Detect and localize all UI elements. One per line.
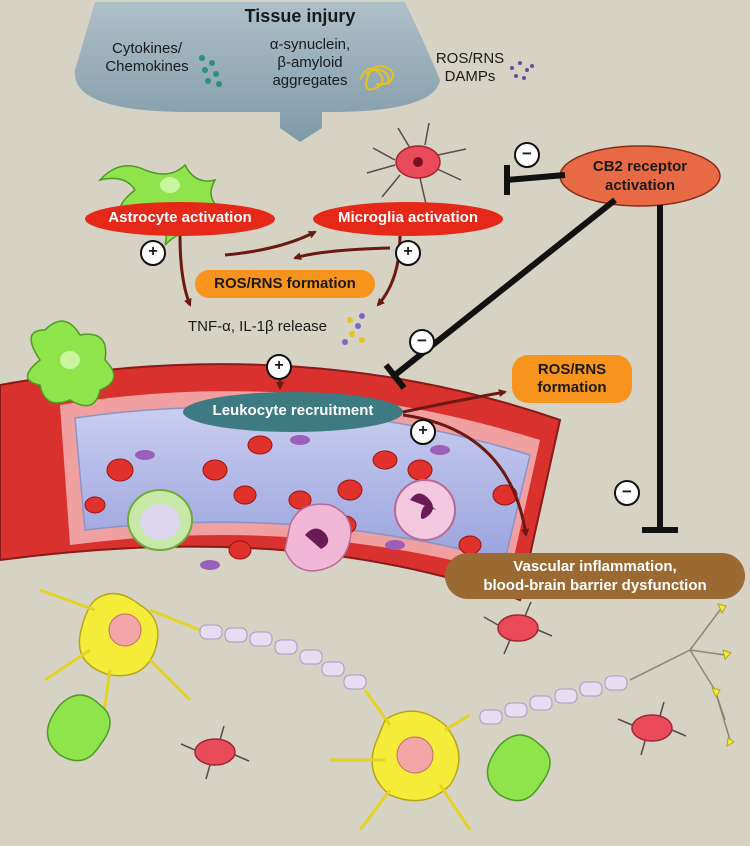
ros-formation-node-2	[512, 355, 632, 403]
axon-terminals	[629, 609, 731, 741]
plus-sign-astrocyte: +	[148, 243, 158, 260]
cytokine-dots-icon	[199, 55, 222, 87]
microglia-activation-node	[313, 202, 503, 236]
vascular-inflammation-node	[445, 553, 745, 599]
minus-sign-leukocyte: −	[417, 331, 427, 350]
vascular-inflammation-label: Vascular inflammation, blood-brain barri…	[483, 558, 707, 594]
sign-circles	[140, 142, 640, 506]
microglia-cell-icon	[366, 122, 467, 205]
neuron-cell-icon	[39, 588, 201, 741]
axon-myelin	[199, 624, 628, 725]
minus-sign-microglia: −	[522, 144, 532, 163]
ros-dots-icon	[510, 61, 534, 80]
astrocyte-activation-node	[85, 202, 275, 236]
aggregate-fibril-icon	[359, 65, 394, 91]
cytokines-label: Cytokines/ Chemokines	[105, 40, 189, 75]
leukocyte-recruitment-node	[183, 392, 403, 432]
astrocyte-activation-label: Astrocyte activation	[108, 209, 252, 226]
plus-sign-leukocyte: +	[418, 422, 428, 439]
astrocyte-cell-left-icon	[26, 320, 115, 407]
plus-sign-tnf: +	[274, 357, 284, 374]
leukocyte-recruitment-label: Leukocyte recruitment	[212, 402, 374, 419]
ros-formation-label: ROS/RNS formation	[214, 275, 356, 292]
neuron-cell-center-icon	[330, 689, 472, 831]
astrocyte-cell-bottom-icon	[46, 694, 551, 802]
ros-damps-label: ROS/RNS DAMPs	[435, 50, 505, 85]
tissue-injury-panel	[74, 2, 441, 142]
cytokine-release-dots-icon	[342, 313, 365, 345]
tissue-injury-title: Tissue injury	[244, 6, 356, 26]
minus-sign-vascular: −	[622, 482, 632, 501]
aggregates-label: α-synuclein, β-amyloid aggregates	[269, 36, 351, 89]
tnf-release-label: TNF-α, IL-1β release	[188, 318, 327, 335]
microglia-cell-bottom-icon	[180, 601, 687, 780]
plus-sign-microglia: +	[403, 243, 413, 260]
microglia-activation-label: Microglia activation	[337, 209, 479, 226]
ros-formation-node	[195, 270, 375, 298]
ros-formation-label-2: ROS/RNS formation	[537, 361, 607, 396]
cb2-receptor-label: CB2 receptor activation	[592, 158, 688, 194]
